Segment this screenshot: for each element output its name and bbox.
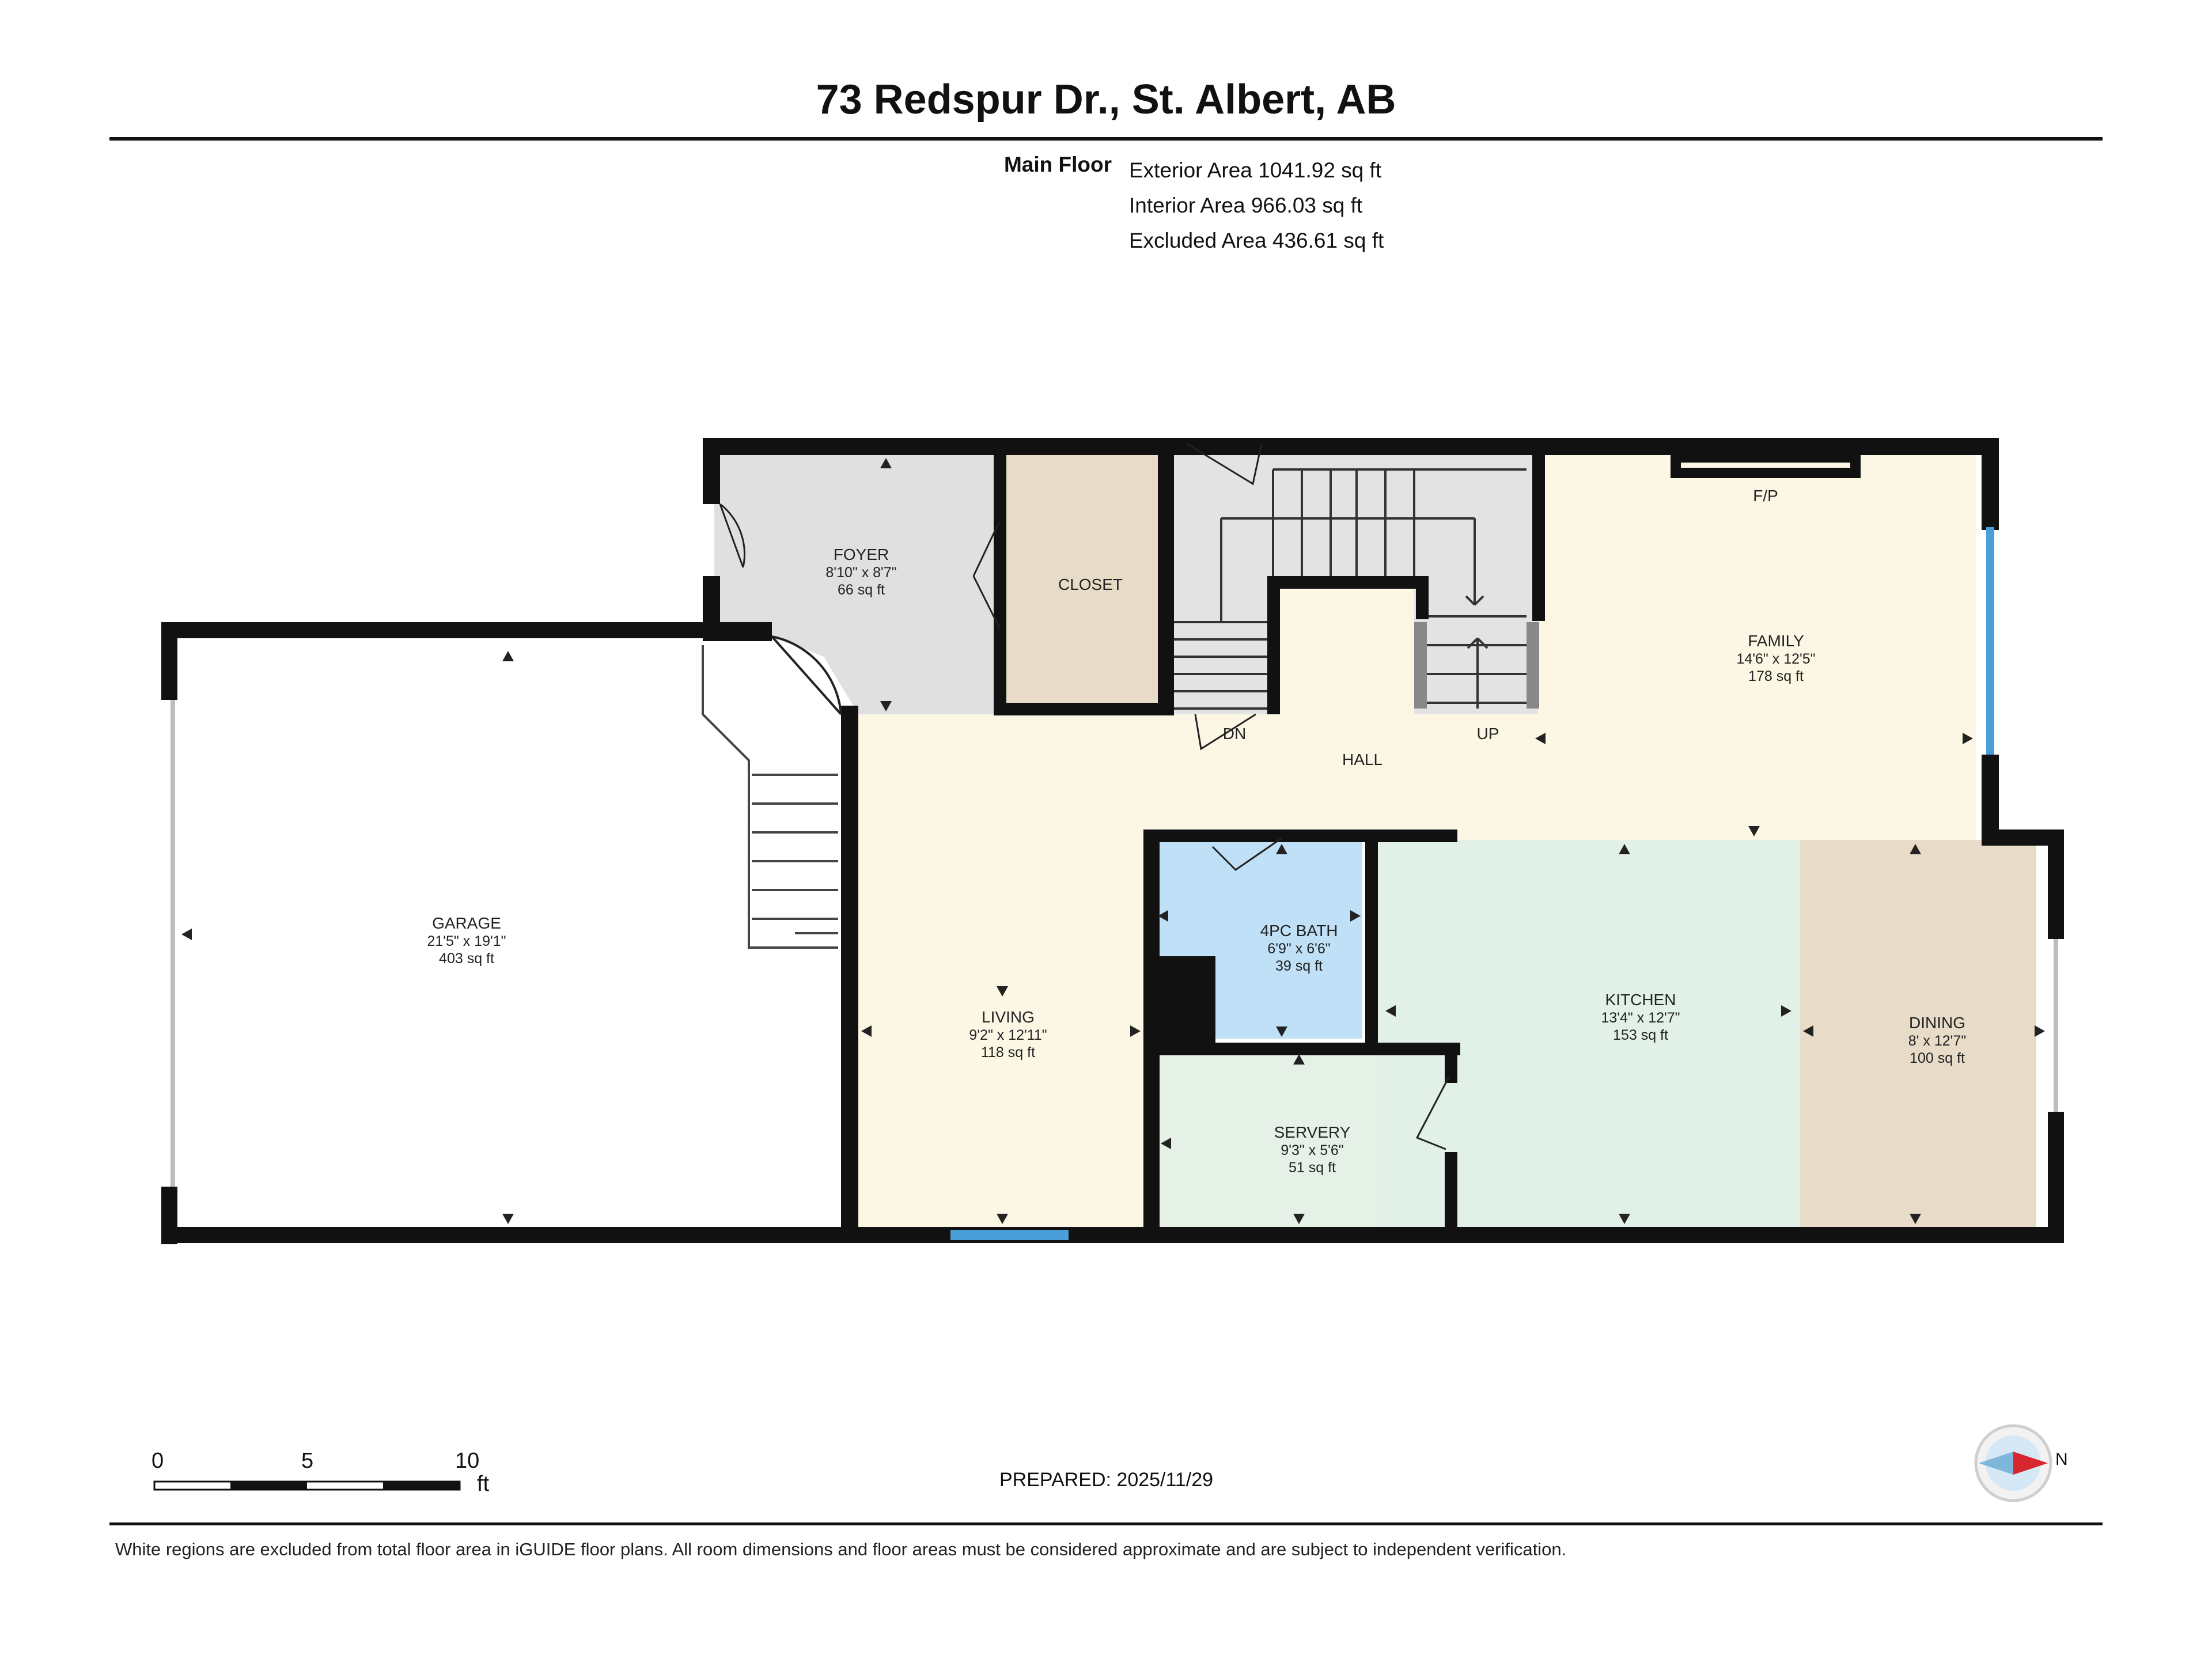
garage-stairs <box>702 645 838 949</box>
main-stairs <box>1168 468 1539 710</box>
family-window <box>1986 527 1994 755</box>
dining-name: DINING <box>1909 1014 1965 1032</box>
bath-name: 4PC BATH <box>1260 922 1338 940</box>
dining-area: 100 sq ft <box>1910 1050 1965 1066</box>
hall-name: HALL <box>1342 751 1382 768</box>
servery-dims: 9'3" x 5'6" <box>1281 1142 1343 1158</box>
footer-rule <box>109 1522 2103 1525</box>
dining-dims: 8' x 12'7" <box>1908 1033 1966 1049</box>
servery-name: SERVERY <box>1274 1123 1351 1141</box>
scale-bar <box>153 1480 461 1491</box>
foyer-name: FOYER <box>834 546 889 563</box>
interior-area: Interior Area 966.03 sq ft <box>1129 194 1363 217</box>
hall-family-living-fill <box>858 454 1976 1227</box>
family-dims: 14'6" x 12'5" <box>1736 651 1815 667</box>
excluded-area: Excluded Area 436.61 sq ft <box>1129 229 1384 252</box>
living-area: 118 sq ft <box>981 1044 1035 1060</box>
fireplace-label: F/P <box>1753 487 1778 505</box>
exterior-area: Exterior Area 1041.92 sq ft <box>1129 158 1382 182</box>
bath-dims: 6'9" x 6'6" <box>1267 941 1330 957</box>
scale-tick-0: 0 <box>151 1449 164 1473</box>
closet-name: CLOSET <box>1058 575 1123 593</box>
living-name: LIVING <box>982 1008 1035 1026</box>
kitchen-fill <box>1377 840 1800 1227</box>
foyer-fill <box>714 454 999 714</box>
page-title: 73 Redspur Dr., St. Albert, AB <box>816 77 1396 123</box>
garage-door <box>171 700 175 1187</box>
family-name: FAMILY <box>1748 632 1804 650</box>
compass-label: N <box>2055 1450 2068 1469</box>
bath-area: 39 sq ft <box>1275 958 1323 974</box>
walls <box>161 438 2064 1244</box>
compass-icon <box>1974 1424 2052 1502</box>
door-swings <box>719 442 1450 1150</box>
disclaimer: White regions are excluded from total fl… <box>115 1539 1567 1559</box>
stairs-up-label: UP <box>1477 725 1499 743</box>
kitchen-dims: 13'4" x 12'7" <box>1601 1010 1680 1026</box>
kitchen-area: 153 sq ft <box>1613 1027 1668 1043</box>
room-labels: GARAGE 21'5" x 19'1" 403 sq ft FOYER 8'1… <box>427 487 1966 1176</box>
family-area: 178 sq ft <box>1748 668 1804 684</box>
servery-area: 51 sq ft <box>1289 1160 1336 1176</box>
area-summary: Exterior Area 1041.92 sq ft Interior Are… <box>1129 153 1384 258</box>
garage-name: GARAGE <box>432 914 501 932</box>
dining-window <box>2054 939 2058 1112</box>
living-window <box>950 1230 1069 1240</box>
foyer-area: 66 sq ft <box>838 582 885 598</box>
stairs-down-label: DN <box>1223 725 1246 743</box>
scale-tick-5: 5 <box>301 1449 314 1473</box>
prepared-date: PREPARED: 2025/11/29 <box>999 1469 1214 1491</box>
scale-tick-10: 10 <box>455 1449 480 1473</box>
dimension-markers <box>181 458 2045 1224</box>
scale-unit: ft <box>477 1472 490 1496</box>
garage-dims: 21'5" x 19'1" <box>427 933 506 949</box>
garage-area: 403 sq ft <box>439 950 494 967</box>
kitchen-name: KITCHEN <box>1605 991 1676 1009</box>
foyer-dims: 8'10" x 8'7" <box>825 565 896 581</box>
title-rule <box>109 137 2103 141</box>
closet-fill <box>1002 454 1161 707</box>
floor-name: Main Floor <box>1003 153 1112 176</box>
living-dims: 9'2" x 12'11" <box>969 1027 1047 1043</box>
dining-fill <box>1800 840 2036 1227</box>
